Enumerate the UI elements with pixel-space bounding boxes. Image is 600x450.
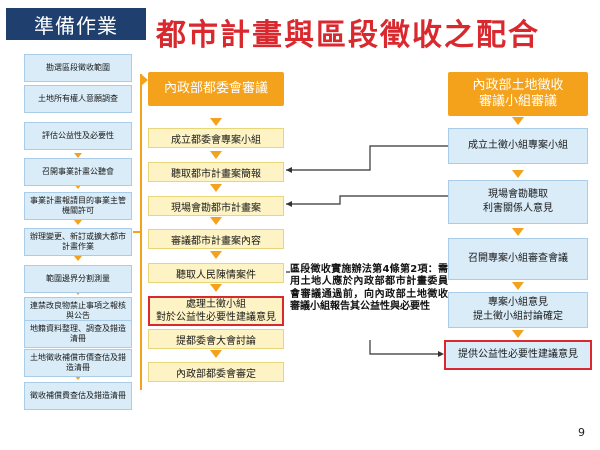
right-step-4: 專案小組意見 提土徵小組討論確定 bbox=[448, 292, 588, 328]
center-step-8: 內政部都委會審定 bbox=[148, 362, 284, 382]
left-step-5: 事業計畫報請目的事業主管機關許可 bbox=[24, 192, 132, 220]
right-step-2: 現場會勘聽取 利害關係人意見 bbox=[448, 180, 588, 224]
center-step-5: 聽取人民陳情案件 bbox=[148, 263, 284, 283]
arrowhead-right5 bbox=[438, 351, 444, 357]
right-arrow-3 bbox=[512, 228, 524, 236]
connector-arrowheads bbox=[286, 167, 444, 357]
right-arrow-2 bbox=[512, 170, 524, 178]
right-step-5-highlighted: 提供公益性必要性建議意見 bbox=[444, 340, 592, 370]
section-badge: 準備作業 bbox=[6, 8, 146, 40]
center-step-7: 提都委會大會討論 bbox=[148, 329, 284, 349]
center-step-2: 聽取都市計畫案簡報 bbox=[148, 162, 284, 182]
left-step-7: 範圍邊界分割測量 bbox=[24, 265, 132, 293]
center-arrow-6 bbox=[210, 284, 222, 292]
center-header: 內政部都委會審議 bbox=[148, 72, 284, 106]
center-arrow-3 bbox=[210, 184, 222, 192]
left-step-9: 地籍資料整理、調查及錯造清冊 bbox=[24, 320, 132, 348]
left-step-2: 土地所有權人意願調查 bbox=[24, 85, 132, 113]
center-arrow-4 bbox=[210, 217, 222, 225]
left-step-10: 土地徵收補償市價查估及錯造清冊 bbox=[24, 349, 132, 377]
page-number: 9 bbox=[578, 426, 585, 439]
center-arrow-2 bbox=[210, 151, 222, 159]
arrowhead-center3 bbox=[286, 201, 292, 207]
left-step-11: 徵收補償費查估及錯造清冊 bbox=[24, 382, 132, 410]
center-step-1: 成立都委會專案小組 bbox=[148, 128, 284, 148]
right-arrow-4 bbox=[512, 282, 524, 290]
connector-right1-to-center2 bbox=[286, 145, 448, 171]
left-to-center-bracket bbox=[133, 74, 142, 390]
left-step-1: 勘選區段徵收範圍 bbox=[24, 54, 132, 82]
center-arrow-5 bbox=[210, 251, 222, 259]
regulation-note: 區段徵收實施辦法第4條第2項：需用土地人應於內政部都市計畫委員會審議通過前，向內… bbox=[290, 264, 448, 340]
connector-right2-to-center3 bbox=[286, 195, 448, 205]
right-step-1: 成立土徵小組專案小組 bbox=[448, 128, 588, 164]
center-step-4: 審議都市計畫案內容 bbox=[148, 229, 284, 249]
page-title: 都市計畫與區段徵收之配合 bbox=[156, 18, 540, 53]
center-arrow-1 bbox=[210, 118, 222, 126]
right-arrow-5 bbox=[512, 330, 524, 338]
center-step-6-highlighted: 處理土徵小組 對於公益性必要性建議意見 bbox=[148, 296, 284, 326]
arrowhead-center2 bbox=[286, 167, 292, 173]
right-header: 內政部土地徵收 審議小組審議 bbox=[448, 72, 588, 116]
center-step-3: 現場會勘都市計畫案 bbox=[148, 196, 284, 216]
left-step-3: 評估公益性及必要性 bbox=[24, 122, 132, 150]
left-arrow-5 bbox=[74, 220, 82, 225]
left-to-center-arrow bbox=[141, 74, 148, 86]
right-step-3: 召開專案小組審查會議 bbox=[448, 238, 588, 280]
left-arrow-6 bbox=[74, 256, 82, 261]
left-step-4: 召開事業計畫公聽會 bbox=[24, 158, 132, 186]
left-arrow-3 bbox=[74, 153, 82, 158]
center-arrow-8 bbox=[210, 350, 222, 358]
left-step-6: 辦理變更、新訂或擴大都市計畫作業 bbox=[24, 228, 132, 256]
right-arrow-1 bbox=[512, 117, 524, 125]
right-column-arrows bbox=[512, 117, 524, 338]
